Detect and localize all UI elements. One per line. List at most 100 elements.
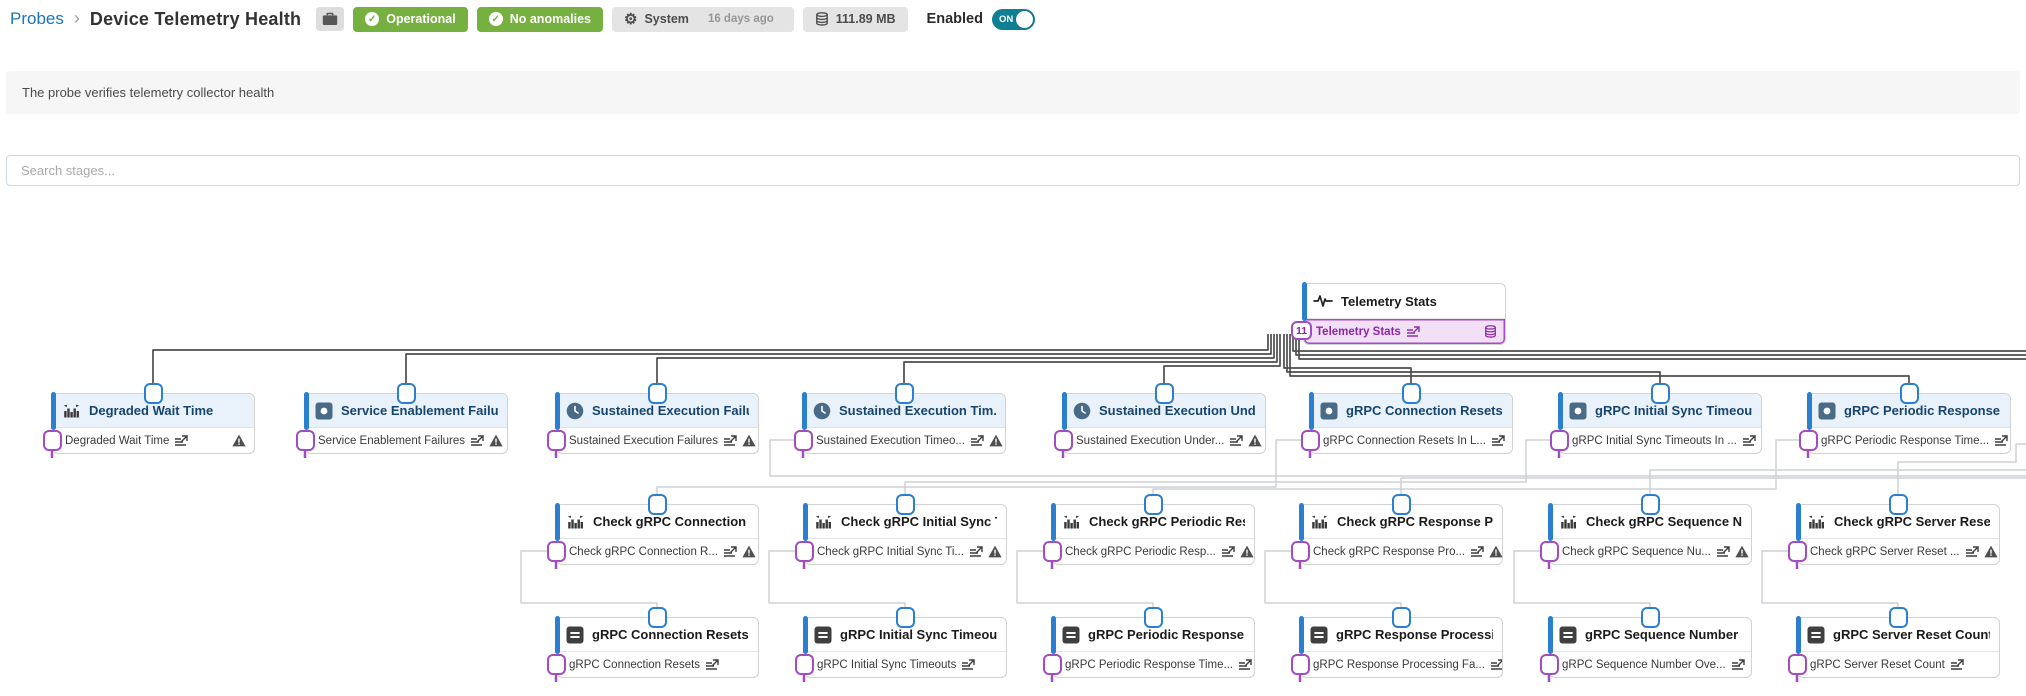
stage-accent-bar — [555, 616, 560, 654]
metric-row[interactable]: Sustained Execution Under... — [1054, 428, 1265, 453]
stage-node[interactable]: Service Enablement Failu... Service Enab… — [296, 383, 508, 454]
edge — [1286, 334, 1661, 384]
metric-row[interactable]: gRPC Connection Resets — [547, 652, 758, 677]
stage-accent-bar — [1548, 503, 1553, 541]
stage-node[interactable]: Check gRPC Connection ... Check gRPC Con… — [547, 494, 759, 565]
page-title: Device Telemetry Health — [89, 8, 302, 29]
input-port — [1401, 383, 1421, 404]
edge — [768, 550, 906, 607]
output-port — [547, 541, 566, 562]
stage-node[interactable]: gRPC Initial Sync Timeou... gRPC Initial… — [1550, 383, 1762, 454]
stage-title: gRPC Periodic Response ... — [1844, 403, 2001, 418]
output-port — [795, 541, 814, 562]
metric-row[interactable]: Sustained Execution Timeo... — [794, 428, 1005, 453]
stage-node[interactable]: gRPC Connection Resets gRPC Connection R… — [547, 607, 759, 678]
briefcase-icon — [322, 12, 338, 26]
breadcrumb-probes-link[interactable]: Probes — [10, 9, 64, 28]
metric-row[interactable]: Check gRPC Response Pro... — [1291, 539, 1502, 564]
stage-accent-bar — [51, 392, 56, 430]
metric-row[interactable]: Check gRPC Periodic Resp... — [1043, 539, 1254, 564]
metric-row[interactable]: gRPC Sequence Number Ove... — [1540, 652, 1751, 677]
edge — [903, 334, 1278, 384]
stage-title: Sustained Execution Failu... — [592, 403, 749, 418]
stage-header: Check gRPC Connection ... — [557, 505, 758, 539]
histogram-icon — [62, 403, 81, 418]
stage-node[interactable]: Degraded Wait Time Degraded Wait Time — [43, 383, 255, 454]
metric-row[interactable]: gRPC Periodic Response Time... — [1043, 652, 1254, 677]
stage-node[interactable]: gRPC Periodic Response ... gRPC Periodic… — [1799, 383, 2011, 454]
metric-row[interactable]: Sustained Execution Failures — [547, 428, 758, 453]
stage-node[interactable]: gRPC Server Reset Count gRPC Server Rese… — [1788, 607, 2000, 678]
output-port — [1540, 654, 1559, 675]
chart-icon — [970, 434, 984, 447]
stage-node[interactable]: Check gRPC Periodic Res... Check gRPC Pe… — [1043, 494, 1255, 565]
metric-row[interactable]: gRPC Periodic Response Time... — [1799, 428, 2010, 453]
metric-row[interactable]: Service Enablement Failures — [296, 428, 507, 453]
chart-icon — [705, 658, 719, 671]
stage-title: Degraded Wait Time — [89, 403, 214, 418]
metric-row[interactable]: gRPC Initial Sync Timeouts — [795, 652, 1006, 677]
stage-header: Sustained Execution Failu... — [557, 394, 758, 428]
stage-node[interactable]: gRPC Sequence Number ... gRPC Sequence N… — [1540, 607, 1752, 678]
stage-node[interactable]: Sustained Execution Und... Sustained Exe… — [1054, 383, 1266, 454]
metric-label: gRPC Server Reset Count — [1810, 658, 1945, 671]
edge — [1897, 443, 2026, 494]
warning-icon — [989, 434, 1003, 447]
metric-row[interactable]: gRPC Server Reset Count — [1788, 652, 1999, 677]
stage-node[interactable]: gRPC Response Processi... gRPC Response … — [1291, 607, 1503, 678]
search-stages-input[interactable] — [6, 155, 2020, 186]
metric-row[interactable]: Check gRPC Initial Sync Ti... — [795, 539, 1006, 564]
stage-header: gRPC Initial Sync Timeouts — [805, 618, 1006, 652]
chart-icon — [1994, 434, 2008, 447]
stage-header: Sustained Execution Tim... — [804, 394, 1005, 428]
metric-label: Check gRPC Connection R... — [569, 545, 718, 558]
stage-node[interactable]: Check gRPC Sequence N... Check gRPC Sequ… — [1540, 494, 1752, 565]
input-port — [1154, 383, 1174, 404]
metric-label: Check gRPC Sequence Nu... — [1562, 545, 1711, 558]
metric-label: Sustained Execution Timeo... — [816, 434, 965, 447]
stage-node[interactable]: Check gRPC Response Pr... Check gRPC Res… — [1291, 494, 1503, 565]
stage-accent-bar — [1051, 616, 1056, 654]
stage-node[interactable]: gRPC Initial Sync Timeouts gRPC Initial … — [795, 607, 1007, 678]
edge — [152, 334, 1269, 384]
stage-accent-bar — [555, 392, 560, 430]
metric-label: gRPC Initial Sync Timeouts — [817, 658, 957, 671]
histogram-icon — [1310, 514, 1329, 529]
edge — [1513, 550, 1651, 607]
metric-label: Sustained Execution Under... — [1076, 434, 1225, 447]
enabled-toggle[interactable]: ON — [991, 8, 1035, 30]
metric-row[interactable]: gRPC Connection Resets In L... — [1301, 428, 1512, 453]
metric-row[interactable]: gRPC Response Processing Fa... — [1291, 652, 1502, 677]
metric-row[interactable]: Degraded Wait Time — [43, 428, 254, 453]
stage-title: Sustained Execution Und... — [1099, 403, 1256, 418]
metric-row[interactable]: Check gRPC Server Reset ... — [1788, 539, 1999, 564]
output-port — [1291, 541, 1310, 562]
stage-header: Check gRPC Server Reset... — [1798, 505, 1999, 539]
metric-label: gRPC Periodic Response Time... — [1065, 658, 1234, 671]
size-badge-label: 111.89 MB — [835, 12, 896, 26]
metric-row[interactable]: Check gRPC Connection R... — [547, 539, 758, 564]
stage-node[interactable]: Sustained Execution Tim... Sustained Exe… — [794, 383, 1006, 454]
input-port — [1640, 494, 1660, 515]
chart-icon — [969, 545, 983, 558]
stage-node[interactable]: gRPC Connection Resets ... gRPC Connecti… — [1301, 383, 1513, 454]
stage-node[interactable]: gRPC Periodic Response ... gRPC Periodic… — [1043, 607, 1255, 678]
database-icon — [815, 12, 829, 26]
chart-icon — [174, 434, 189, 447]
input-port — [894, 383, 914, 404]
list-icon — [1062, 626, 1080, 644]
metric-row[interactable]: Check gRPC Sequence Nu... — [1540, 539, 1751, 564]
probe-actions-button[interactable] — [316, 7, 345, 31]
stage-node[interactable]: Check gRPC Initial Sync T... Check gRPC … — [795, 494, 1007, 565]
edge — [1264, 550, 1402, 607]
stage-title: Check gRPC Connection ... — [593, 514, 749, 529]
output-port — [1043, 541, 1062, 562]
stage-node[interactable]: Sustained Execution Failu... Sustained E… — [547, 383, 759, 454]
metric-row[interactable]: gRPC Initial Sync Timeouts In ... — [1550, 428, 1761, 453]
stage-node[interactable]: Check gRPC Server Reset... Check gRPC Se… — [1788, 494, 2000, 565]
output-port — [1540, 541, 1559, 562]
input-port — [1143, 607, 1163, 628]
